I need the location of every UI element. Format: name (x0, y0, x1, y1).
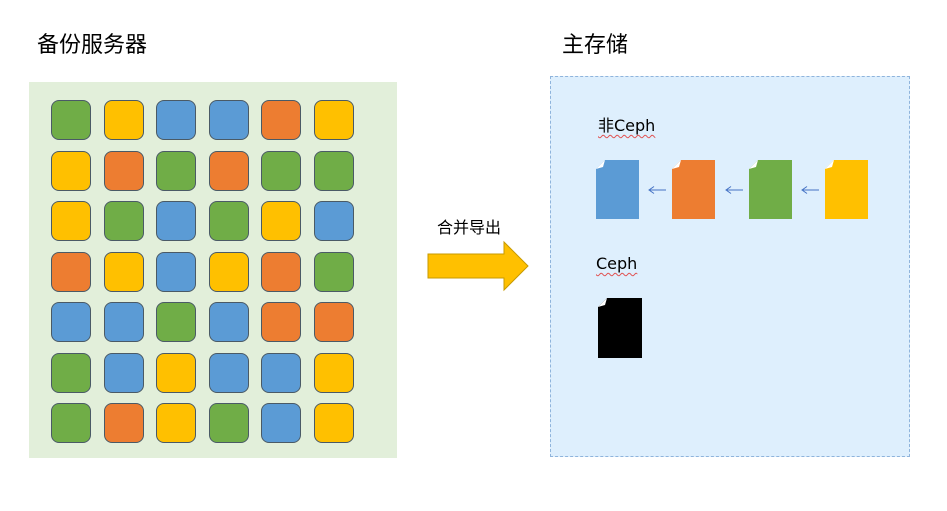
non-ceph-file-yellow (825, 160, 868, 219)
data-block-tile (208, 352, 249, 393)
chain-arrow-head (801, 186, 808, 194)
data-block-tile (261, 100, 301, 140)
chain-arrow-left (725, 186, 743, 194)
file-fold-corner (672, 160, 681, 169)
data-block-tile (103, 201, 144, 241)
data-block-tile (261, 352, 301, 393)
chain-arrow-head (648, 186, 655, 194)
data-block-tile (313, 352, 354, 393)
file-icon (749, 160, 792, 219)
data-block-tile (103, 403, 144, 443)
chain-arrow-head (725, 186, 732, 194)
file-fold-corner (749, 160, 758, 169)
backup-server-title: 备份服务器 (37, 33, 148, 58)
ceph-file (598, 298, 642, 358)
data-block-tile (103, 251, 144, 292)
primary-storage-panel (550, 76, 910, 457)
data-block-tile (51, 251, 91, 292)
data-block-tile (156, 302, 196, 342)
data-block-tile (261, 150, 301, 191)
data-block-tile (208, 100, 249, 140)
data-block-tile (103, 100, 144, 140)
backup-server-panel (29, 82, 397, 458)
data-block-tile (103, 150, 144, 191)
data-block-tile (51, 352, 91, 393)
data-block-tile (51, 100, 91, 140)
file-body (596, 160, 639, 219)
backup-block-grid (51, 100, 371, 444)
data-block-tile (261, 403, 301, 443)
file-icon (672, 160, 715, 219)
data-block-tile (208, 201, 249, 241)
non-ceph-file-orange (672, 160, 715, 219)
data-block-tile (313, 251, 354, 292)
data-block-tile (51, 302, 91, 342)
file-icon (825, 160, 868, 219)
data-block-tile (261, 302, 301, 342)
non-ceph-label: 非Ceph (598, 112, 655, 136)
data-block-tile (156, 100, 196, 140)
merge-export-arrow-shape (427, 240, 529, 292)
data-block-tile (156, 403, 196, 443)
file-body (749, 160, 792, 219)
data-block-tile (208, 150, 249, 191)
merge-export-label: 合并导出 (437, 218, 502, 237)
non-ceph-label-text: 非Ceph (598, 116, 656, 135)
data-block-tile (208, 403, 249, 443)
file-fold-corner (598, 298, 607, 307)
data-block-tile (208, 251, 249, 292)
data-block-tile (313, 201, 354, 241)
file-body (825, 160, 868, 219)
chain-arrow-left (801, 186, 819, 194)
data-block-tile (313, 302, 354, 342)
primary-storage-title: 主存储 (562, 33, 629, 58)
chain-arrow-left (648, 186, 666, 194)
merge-export-arrow (427, 240, 529, 292)
data-block-tile (103, 352, 144, 393)
non-ceph-file-blue (596, 160, 639, 219)
ceph-label-text: Ceph (596, 254, 638, 273)
file-icon (596, 160, 639, 219)
data-block-tile (51, 403, 91, 443)
data-block-tile (156, 201, 196, 241)
data-block-tile (156, 150, 196, 191)
non-ceph-file-green (749, 160, 792, 219)
data-block-tile (103, 302, 144, 342)
data-block-tile (208, 302, 249, 342)
data-block-tile (261, 201, 301, 241)
file-fold-corner (825, 160, 834, 169)
file-fold-corner (596, 160, 605, 169)
data-block-tile (156, 352, 196, 393)
file-body (598, 298, 642, 358)
data-block-tile (313, 403, 354, 443)
data-block-tile (313, 100, 354, 140)
data-block-tile (51, 150, 91, 191)
data-block-tile (313, 150, 354, 191)
data-block-tile (51, 201, 91, 241)
file-body (672, 160, 715, 219)
data-block-tile (156, 251, 196, 292)
file-icon (598, 298, 642, 358)
ceph-label: Ceph (596, 254, 637, 273)
data-block-tile (261, 251, 301, 292)
